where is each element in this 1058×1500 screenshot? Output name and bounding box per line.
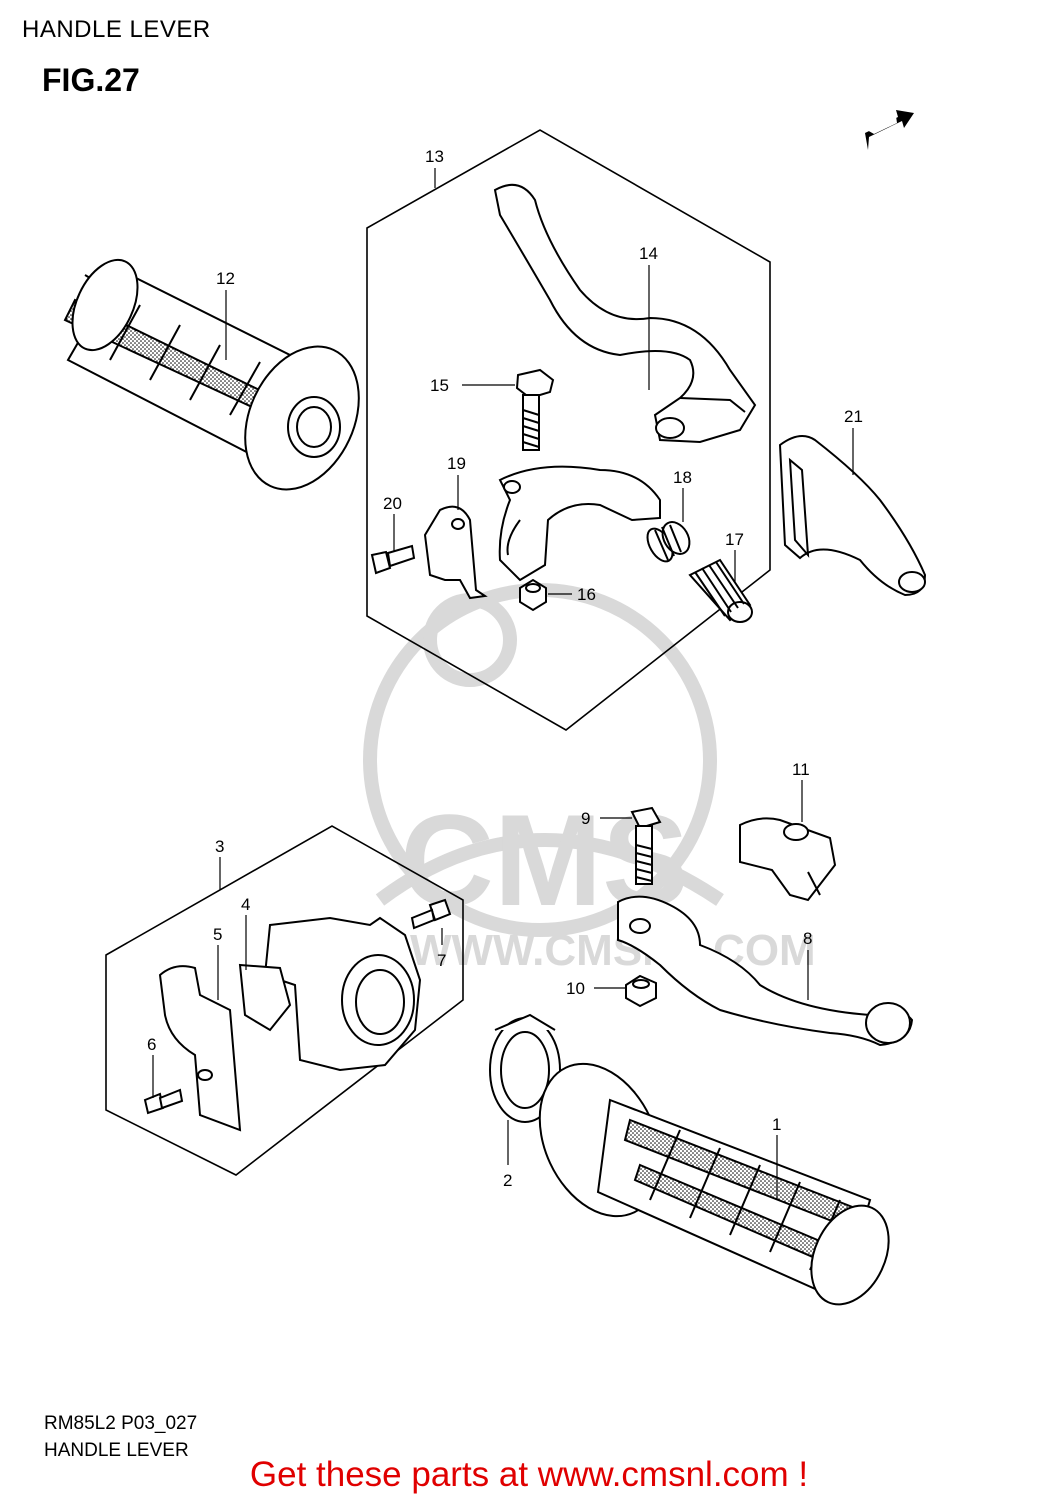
nut-10 — [625, 974, 657, 1008]
callout-5: 5 — [213, 925, 222, 944]
diagram-code: RM85L2 P03_027 — [44, 1413, 198, 1434]
nut-16 — [519, 578, 547, 612]
callout-14: 14 — [639, 244, 658, 263]
bolt-15 — [515, 368, 555, 451]
throttle-housing-4 — [238, 916, 422, 1072]
screw-7 — [410, 898, 452, 930]
adjuster-17 — [688, 558, 753, 623]
callout-19: 19 — [447, 454, 466, 473]
callout-17: 17 — [725, 530, 744, 549]
left-grip — [63, 258, 360, 491]
callout-labels: 13 12 14 15 19 20 16 18 17 21 11 9 8 10 … — [147, 147, 863, 1190]
callout-18: 18 — [673, 468, 692, 487]
fwd-arrow-icon: FWD — [865, 110, 914, 150]
callout-13: 13 — [425, 147, 444, 166]
callout-4: 4 — [241, 895, 250, 914]
switch-11 — [739, 817, 837, 902]
bolt-20 — [370, 544, 416, 575]
callout-3: 3 — [215, 837, 224, 856]
bolt-9 — [630, 806, 662, 885]
assembly-13-frame — [366, 129, 771, 731]
figure-label: FIG.27 — [42, 62, 140, 98]
locknut-18 — [646, 521, 691, 563]
lever-cover-21 — [778, 435, 927, 597]
cta-link[interactable]: Get these parts at www.cmsnl.com ! — [249, 1455, 809, 1494]
bracket-19 — [423, 505, 488, 600]
footer-caption: HANDLE LEVER — [44, 1440, 189, 1461]
callout-12: 12 — [216, 269, 235, 288]
callout-21: 21 — [844, 407, 863, 426]
watermark-url: WWW.CMSNL.COM — [410, 926, 816, 975]
callout-7: 7 — [437, 951, 446, 970]
brake-lever-8 — [617, 895, 914, 1047]
throttle-pulley-2 — [489, 1013, 561, 1123]
cable-guide-5 — [158, 965, 242, 1132]
callout-9: 9 — [581, 809, 590, 828]
callout-20: 20 — [383, 494, 402, 513]
callout-2: 2 — [503, 1171, 512, 1190]
assembly-3-frame — [105, 825, 464, 1176]
right-grip — [538, 1062, 890, 1306]
callout-6: 6 — [147, 1035, 156, 1054]
page-header-title: HANDLE LEVER — [22, 16, 211, 43]
callout-8: 8 — [803, 929, 812, 948]
callout-1: 1 — [772, 1115, 781, 1134]
lever-holder — [498, 465, 661, 582]
callout-15: 15 — [430, 376, 449, 395]
screw-6 — [143, 1088, 184, 1115]
clutch-lever — [493, 183, 757, 444]
callout-16: 16 — [577, 585, 596, 604]
callouts — [152, 168, 854, 1200]
callout-11: 11 — [792, 760, 810, 779]
callout-10: 10 — [566, 979, 585, 998]
